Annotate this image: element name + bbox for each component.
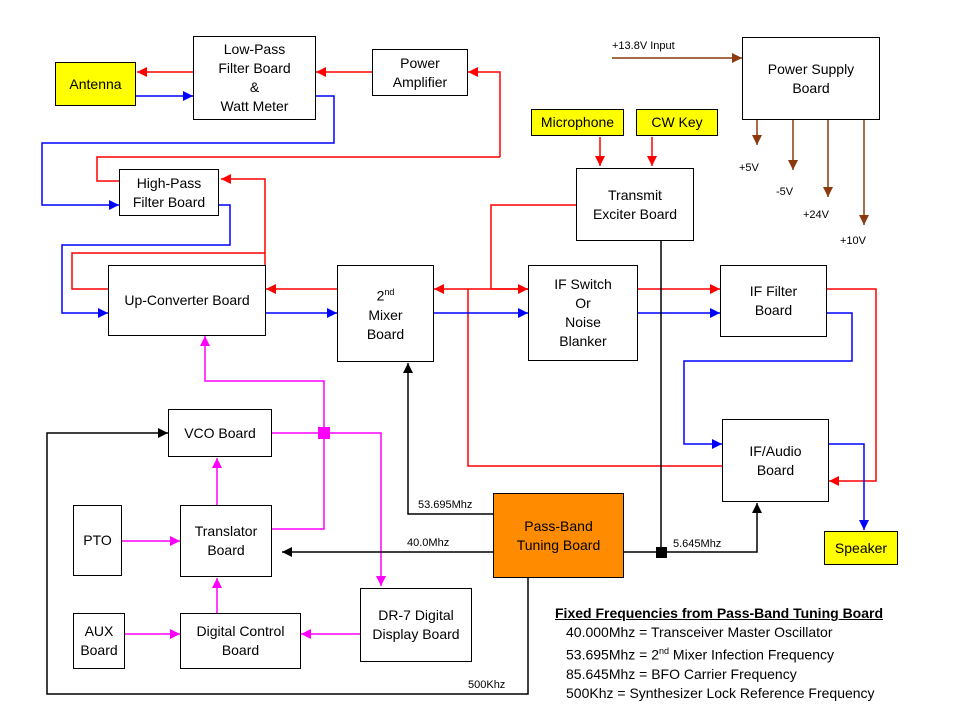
upconverter-box: Up-Converter Board xyxy=(108,265,266,336)
mixer-superscript: nd xyxy=(384,287,395,298)
passband-tuning-box: Pass-Band Tuning Board xyxy=(493,493,624,578)
legend-line-1: 40.000Mhz = Transceiver Master Oscillato… xyxy=(566,624,833,640)
if-switch-box: IF Switch Or Noise Blanker xyxy=(528,265,638,361)
fixed-frequencies-legend: Fixed Frequencies from Pass-Band Tuning … xyxy=(555,604,883,703)
highpass-filter-box: High-Pass Filter Board xyxy=(119,169,219,216)
legend-line-2-sup: nd xyxy=(659,646,670,656)
mixer-ordinal: 2nd xyxy=(377,283,395,306)
v24-label: +24V xyxy=(803,209,829,221)
legend-line-4: 500Khz = Synthesizer Lock Reference Freq… xyxy=(566,684,875,701)
v5n-label: -5V xyxy=(776,186,794,198)
mixer-number: 2 xyxy=(376,287,385,304)
speaker-box: Speaker xyxy=(824,531,898,565)
reference-junction xyxy=(656,547,667,558)
freq-53-label: 53.695Mhz xyxy=(418,499,473,511)
freq-40-label: 40.0Mhz xyxy=(407,537,450,549)
legend-line-2-end: Mixer Infection Frequency xyxy=(669,646,834,663)
synth-path-wires xyxy=(122,336,386,639)
receive-path-wires xyxy=(41,91,869,530)
freq-500-label: 500Khz xyxy=(468,679,506,691)
pto-box: PTO xyxy=(73,505,122,576)
if-audio-box: IF/Audio Board xyxy=(722,419,829,502)
power-wires xyxy=(612,53,869,225)
legend-title: Fixed Frequencies from Pass-Band Tuning … xyxy=(555,605,884,621)
legend-line-2-start: 53.695Mhz = 2 xyxy=(566,646,660,663)
transmit-path-wires xyxy=(71,67,877,486)
power-amplifier-box: Power Amplifier xyxy=(372,49,468,96)
v10-label: +10V xyxy=(840,235,866,247)
freq-5645-label: 5.645Mhz xyxy=(673,538,722,550)
if-filter-box: IF Filter Board xyxy=(720,265,827,337)
reference-wires xyxy=(46,217,762,695)
synth-junction xyxy=(318,427,330,439)
legend-line-2: 53.695Mhz = 2nd Mixer Infection Frequenc… xyxy=(555,642,883,665)
legend-line-3: 85.645Mhz = BFO Carrier Frequency xyxy=(566,665,797,682)
second-mixer-box: 2nd Mixer Board xyxy=(337,265,434,362)
vco-box: VCO Board xyxy=(168,409,272,457)
lowpass-filter-box: Low-Pass Filter Board & Watt Meter xyxy=(193,36,316,120)
power-supply-box: Power Supply Board xyxy=(742,37,880,120)
translator-box: Translator Board xyxy=(180,505,272,577)
input-13v8-label: +13.8V Input xyxy=(612,40,675,52)
transmit-exciter-box: Transmit Exciter Board xyxy=(576,168,694,241)
cw-key-box: CW Key xyxy=(636,109,718,136)
mixer-label: Mixer Board xyxy=(366,306,405,342)
microphone-box: Microphone xyxy=(531,109,624,136)
v5p-label: +5V xyxy=(739,162,759,174)
antenna-box: Antenna xyxy=(55,62,136,106)
dr7-display-box: DR-7 Digital Display Board xyxy=(360,588,472,662)
aux-box: AUX Board xyxy=(73,613,125,669)
digital-control-box: Digital Control Board xyxy=(180,613,301,669)
